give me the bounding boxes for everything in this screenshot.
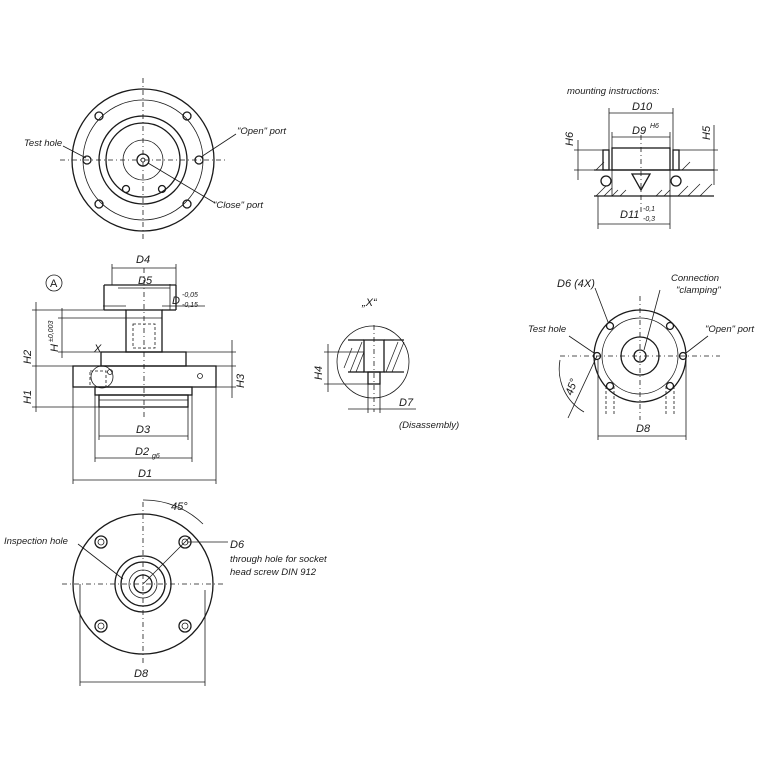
dim-d-tol-lower: -0,15 — [182, 302, 198, 309]
dim-d8-bottom: D8 — [134, 668, 149, 680]
dim-d8-right: D8 — [636, 423, 651, 435]
dim-d2-tol: g6 — [152, 453, 160, 460]
dim-d5: D5 — [138, 275, 153, 287]
open-port-label-right: "Open" port — [705, 324, 754, 335]
dim-d-tol-upper: -0,05 — [182, 292, 198, 299]
close-port-label: "Close" port — [213, 200, 263, 211]
side-view — [32, 264, 236, 484]
dim-d10: D10 — [632, 101, 653, 113]
dim-d1: D1 — [138, 468, 152, 480]
dim-h: H — [49, 344, 61, 352]
dim-h6: H6 — [564, 131, 576, 146]
mounting-instructions-title: mounting instructions: — [567, 86, 660, 97]
connection-view — [558, 287, 720, 440]
test-hole-label: Test hole — [24, 138, 62, 149]
dim-d: D — [172, 295, 180, 307]
dim-d6-4x: D6 (4X) — [557, 278, 595, 290]
detail-x-view — [324, 325, 416, 413]
dim-d9: D9 — [632, 125, 646, 137]
disassembly-label: (Disassembly) — [399, 420, 459, 431]
dim-d4: D4 — [136, 254, 150, 266]
dim-h3: H3 — [235, 373, 247, 388]
dim-h5: H5 — [701, 125, 713, 140]
top-view — [60, 78, 237, 242]
dim-h1: H1 — [22, 390, 34, 404]
open-port-label: "Open" port — [237, 126, 286, 137]
dim-h-tol: ±0,003 — [48, 321, 55, 342]
dim-h2: H2 — [22, 350, 34, 364]
dim-d3: D3 — [136, 424, 151, 436]
angle-45-right: 45° — [564, 377, 581, 397]
dim-d9-tol: H6 — [650, 123, 659, 130]
d6-note-line1: through hole for socket — [230, 554, 327, 565]
connection-label: Connection — [671, 273, 719, 284]
d6-note-line2: head screw DIN 912 — [230, 567, 317, 578]
dim-d7: D7 — [399, 397, 414, 409]
angle-45-bottom: 45° — [171, 501, 188, 513]
mounting-section — [574, 108, 718, 229]
dim-d6: D6 — [230, 539, 245, 551]
detail-x-title: „X“ — [361, 297, 378, 309]
dim-d2: D2 — [135, 446, 149, 458]
dim-d11: D11 — [620, 209, 639, 221]
clamping-label: "clamping" — [676, 285, 721, 296]
dim-h4: H4 — [313, 366, 325, 380]
dim-d11-tol-lower: -0,3 — [643, 216, 655, 223]
test-hole-label-right: Test hole — [528, 324, 566, 335]
inspection-hole-label: Inspection hole — [4, 536, 68, 547]
detail-x-marker: X — [93, 343, 102, 355]
dim-d11-tol-upper: -0,1 — [643, 206, 655, 213]
bottom-view — [62, 499, 228, 686]
view-marker-a: A — [50, 278, 58, 290]
